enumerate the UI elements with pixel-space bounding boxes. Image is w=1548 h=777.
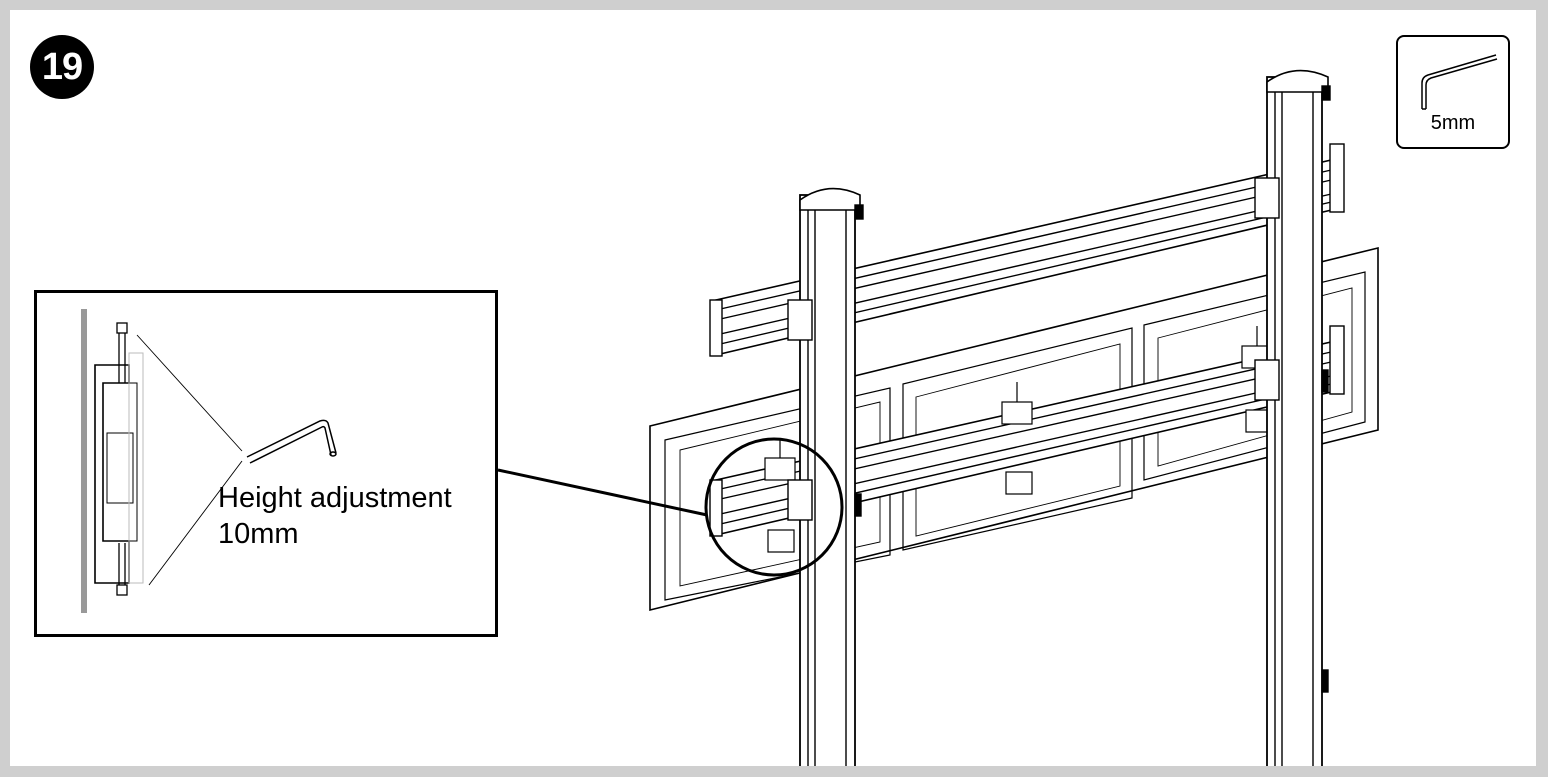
detail-callout-circle [704, 437, 844, 577]
tool-requirement-box: 5mm [1396, 35, 1510, 149]
stand-assembly-drawing [497, 69, 1379, 766]
annotation-line-2: 10mm [218, 518, 299, 550]
instruction-page: 19 5mm [10, 10, 1536, 766]
right-upright-column [1254, 69, 1331, 766]
detail-leader-line [497, 468, 708, 517]
annotation-line-1: Height adjustment [218, 482, 452, 514]
step-number-badge: 19 [30, 35, 94, 99]
left-upright-column [787, 187, 864, 766]
tool-size-label: 5mm [1430, 112, 1476, 134]
bracket-side-view [81, 309, 243, 613]
height-adjustment-annotation: Height adjustment 10mm [218, 480, 452, 552]
lower-mounting-rail [709, 325, 1345, 537]
detail-inset: Height adjustment 10mm [34, 290, 498, 637]
hex-key-icon [246, 419, 337, 464]
hex-key-icon [1421, 54, 1498, 110]
